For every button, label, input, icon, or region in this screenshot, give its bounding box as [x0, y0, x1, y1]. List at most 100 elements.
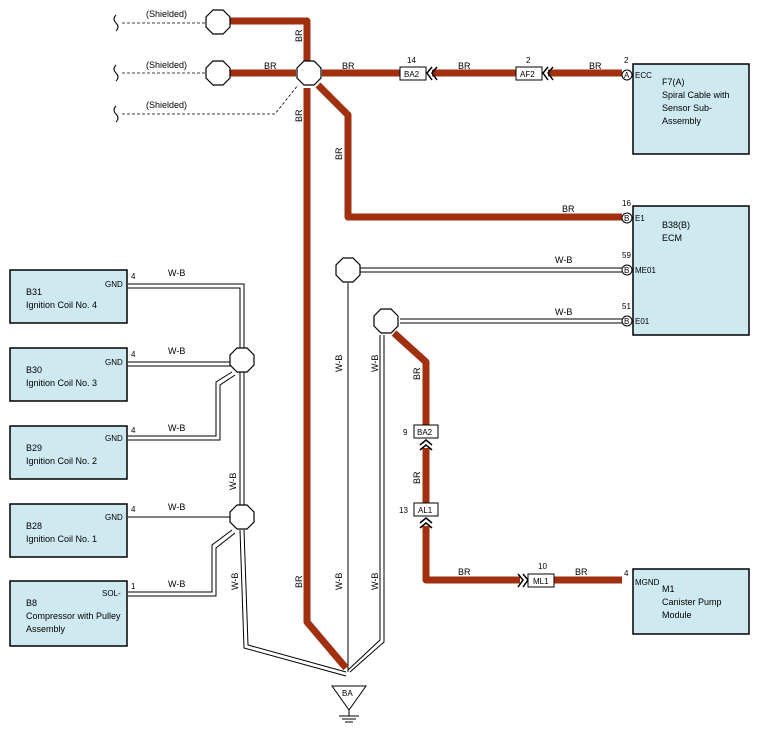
wire-label-br: BR	[264, 61, 277, 71]
component-b31: GND 4 B31 Ignition Coil No. 4	[9, 269, 136, 324]
svg-text:GND: GND	[105, 280, 123, 289]
svg-text:Ignition Coil No. 3: Ignition Coil No. 3	[26, 378, 97, 388]
svg-text:2: 2	[526, 56, 531, 65]
svg-text:59: 59	[622, 251, 631, 260]
junction-splice	[229, 504, 255, 530]
svg-text:B: B	[624, 317, 629, 326]
svg-text:Ignition Coil No. 4: Ignition Coil No. 4	[26, 300, 97, 310]
wire-label-wb: W-B	[168, 579, 185, 589]
svg-text:2: 2	[624, 56, 629, 65]
connector-ba2-top: BA2 14	[399, 56, 438, 81]
wire-label-br: BR	[458, 567, 471, 577]
svg-text:B31: B31	[26, 287, 42, 297]
svg-text:GND: GND	[105, 358, 123, 367]
svg-text:ME01: ME01	[635, 266, 656, 275]
component-b30: GND 4 B30 Ignition Coil No. 3	[9, 347, 136, 402]
connector-al1: AL1 13	[399, 502, 439, 529]
shield-label: (Shielded)	[146, 60, 187, 70]
svg-text:4: 4	[131, 350, 136, 359]
svg-text:Spiral Cable with: Spiral Cable with	[662, 90, 730, 100]
wire-label-br: BR	[342, 61, 355, 71]
svg-text:B30: B30	[26, 365, 42, 375]
wire-label-wb: W-B	[168, 502, 185, 512]
svg-text:SOL-: SOL-	[102, 589, 121, 598]
component-b29: GND 4 B29 Ignition Coil No. 2	[9, 425, 136, 480]
svg-text:ECM: ECM	[662, 233, 682, 243]
svg-text:AL1: AL1	[418, 506, 433, 515]
svg-text:Module: Module	[662, 610, 692, 620]
component-b38: B 16 E1 B 59 ME01 B 51 E01 B38(B) ECM	[621, 199, 750, 336]
ground-symbol: BA	[331, 685, 367, 723]
svg-text:B28: B28	[26, 521, 42, 531]
wire-label-br: BR	[294, 29, 304, 42]
shield-break-icon	[113, 105, 119, 123]
wire-label-wb: W-B	[370, 573, 380, 590]
connector-ba2-mid: BA2 9	[403, 424, 439, 451]
wire-label-wb: W-B	[555, 255, 572, 265]
wire-label-wb: W-B	[168, 423, 185, 433]
svg-text:16: 16	[622, 199, 631, 208]
svg-text:Ignition Coil No. 2: Ignition Coil No. 2	[26, 456, 97, 466]
svg-text:ECC: ECC	[635, 71, 652, 80]
svg-text:Canister Pump: Canister Pump	[662, 597, 722, 607]
wire-label-wb: W-B	[370, 355, 380, 372]
shield-label: (Shielded)	[146, 100, 187, 110]
svg-text:M1: M1	[662, 584, 675, 594]
shield-lines	[113, 14, 299, 123]
svg-text:B8: B8	[26, 598, 37, 608]
junction-splice	[205, 9, 231, 35]
wire-label-wb: W-B	[334, 355, 344, 372]
svg-text:GND: GND	[105, 513, 123, 522]
svg-text:13: 13	[399, 506, 408, 515]
svg-text:B29: B29	[26, 443, 42, 453]
svg-text:1: 1	[131, 582, 136, 591]
svg-text:Assembly: Assembly	[26, 624, 66, 634]
shield-break-icon	[113, 64, 119, 82]
shield-labels: (Shielded) (Shielded) (Shielded)	[146, 9, 187, 110]
svg-text:B: B	[624, 266, 629, 275]
wire-label-br: BR	[334, 147, 344, 160]
svg-text:B: B	[624, 214, 629, 223]
svg-text:AF2: AF2	[520, 70, 535, 79]
component-f7: A 2 ECC F7(A) Spiral Cable with Sensor S…	[621, 56, 750, 155]
wire-label-br: BR	[412, 367, 422, 380]
svg-text:Ignition Coil No. 1: Ignition Coil No. 1	[26, 534, 97, 544]
svg-text:BA2: BA2	[417, 428, 433, 437]
svg-text:4: 4	[131, 505, 136, 514]
component-b28: GND 4 B28 Ignition Coil No. 1	[9, 503, 136, 558]
svg-text:A: A	[624, 71, 630, 80]
wire-label-wb: W-B	[228, 473, 238, 490]
svg-text:GND: GND	[105, 434, 123, 443]
svg-text:Compressor with Pulley: Compressor with Pulley	[26, 611, 121, 621]
shield-label: (Shielded)	[146, 9, 187, 19]
wire-label-wb: W-B	[334, 573, 344, 590]
svg-text:14: 14	[407, 56, 416, 65]
wire-label-wb: W-B	[555, 307, 572, 317]
wire-label-wb: W-B	[168, 268, 185, 278]
junction-splice	[373, 308, 399, 334]
svg-text:MGND: MGND	[635, 578, 660, 587]
wire-label-wb: W-B	[168, 346, 185, 356]
svg-text:BA: BA	[342, 689, 353, 698]
svg-text:BA2: BA2	[404, 70, 420, 79]
svg-text:Sensor Sub-: Sensor Sub-	[662, 103, 712, 113]
svg-text:51: 51	[622, 302, 631, 311]
wb-wires	[128, 267, 622, 677]
svg-text:ML1: ML1	[533, 577, 549, 586]
br-wires	[230, 17, 622, 671]
svg-text:4: 4	[131, 272, 136, 281]
wire-label-br: BR	[562, 204, 575, 214]
svg-text:E01: E01	[635, 317, 650, 326]
wire-label-wb: W-B	[230, 573, 240, 590]
component-m1: 4 MGND M1 Canister Pump Module	[624, 568, 750, 635]
wire-label-br: BR	[589, 61, 602, 71]
connector-af2: AF2 2	[515, 56, 554, 81]
svg-text:E1: E1	[635, 214, 645, 223]
svg-text:F7(A): F7(A)	[662, 77, 685, 87]
wire-label-br: BR	[412, 471, 422, 484]
connector-ml1: ML1 10	[517, 562, 555, 588]
wire-label-br: BR	[294, 109, 304, 122]
wire-label-br: BR	[458, 61, 471, 71]
junction-splice	[296, 60, 322, 86]
